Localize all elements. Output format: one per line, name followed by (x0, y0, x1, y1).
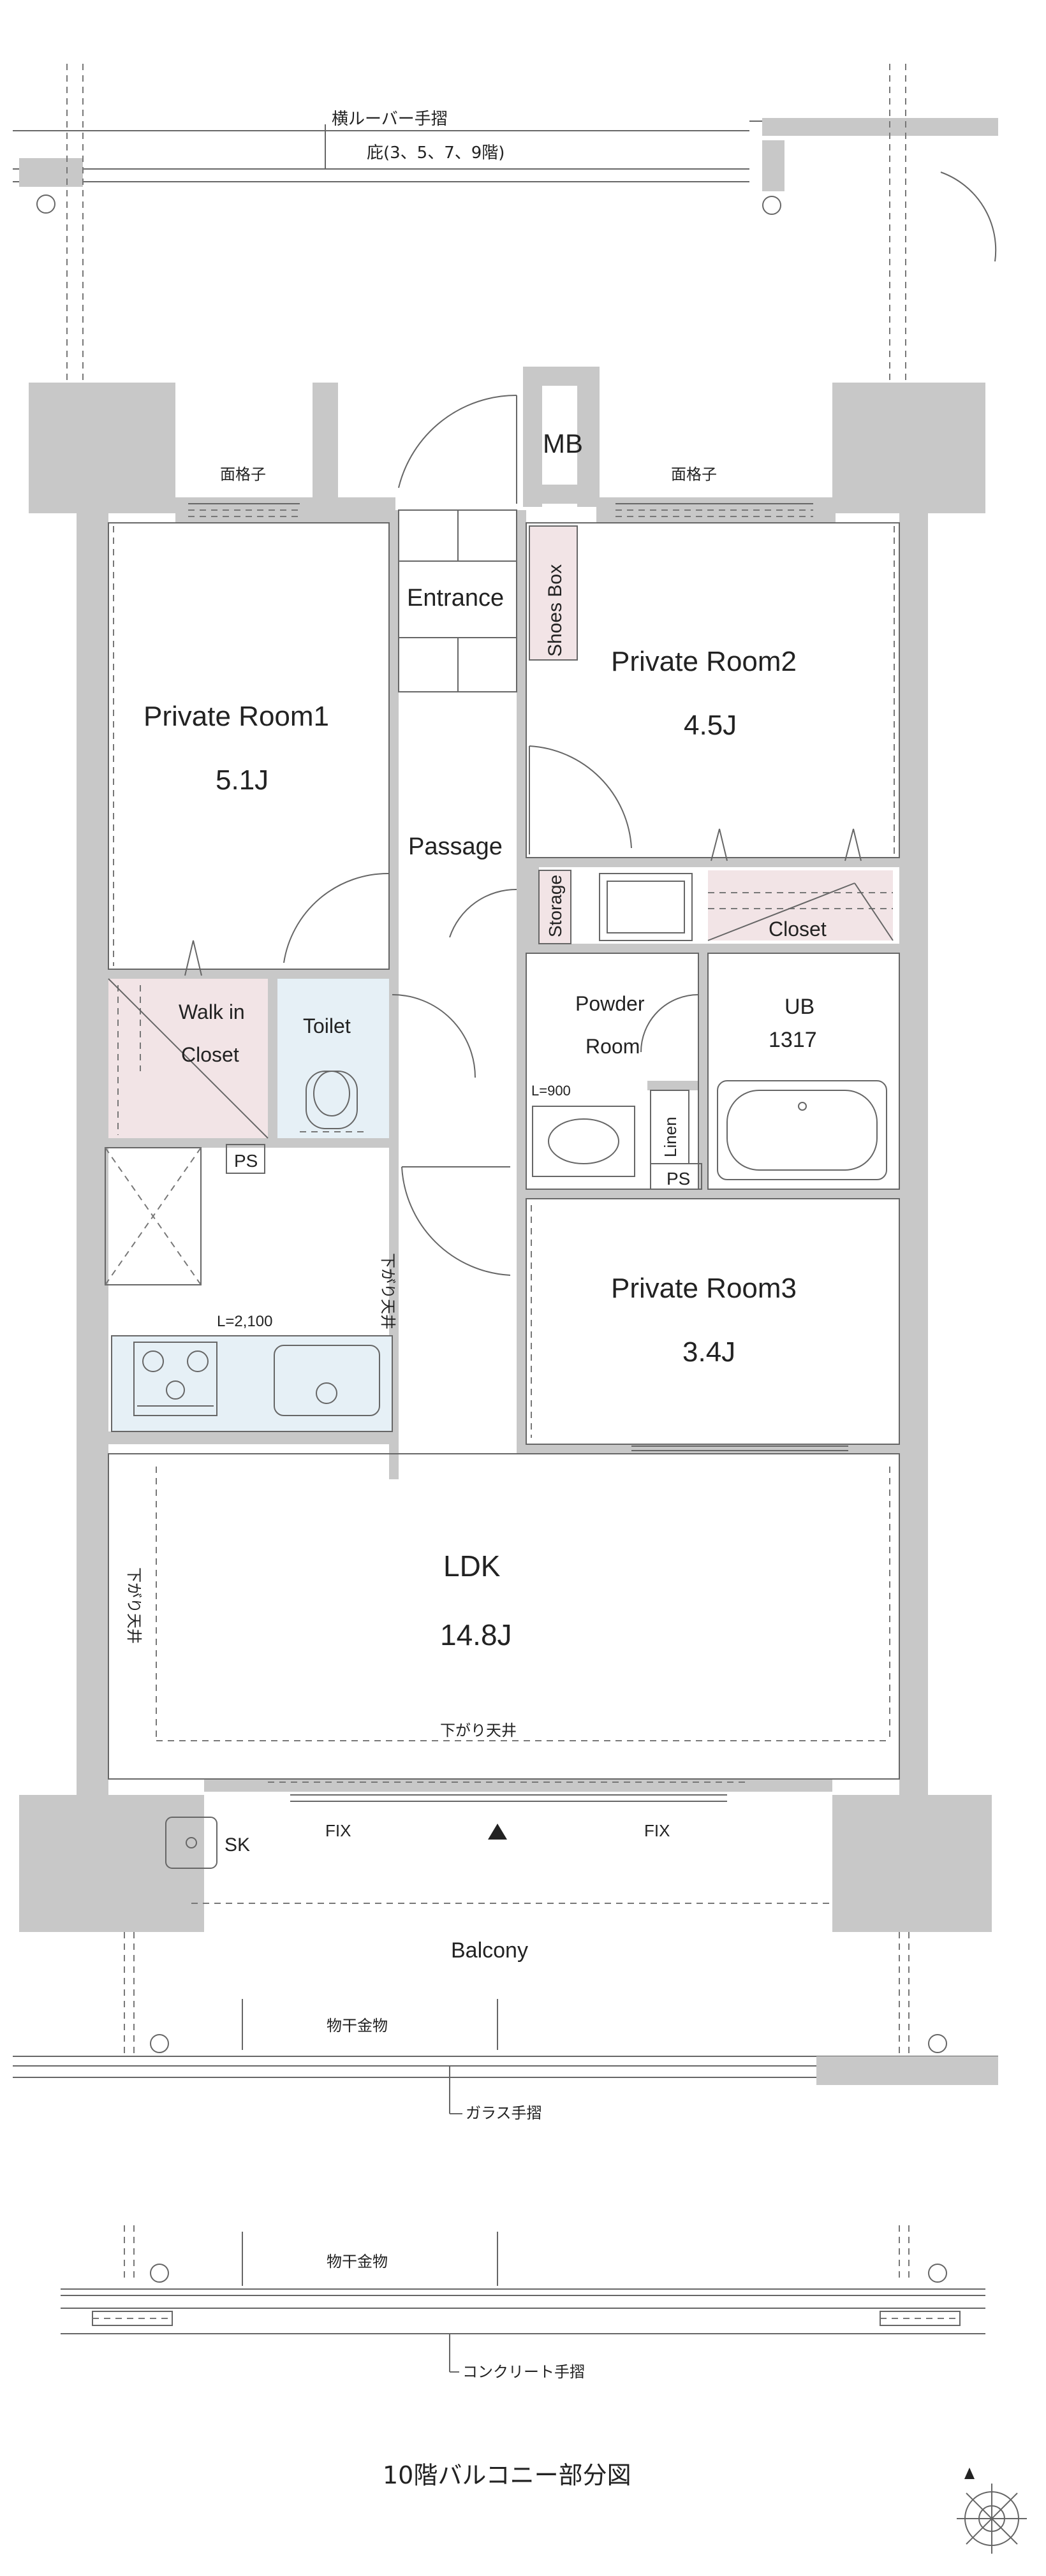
balcony-label: Balcony (451, 1938, 528, 1963)
glass-rail-label: ガラス手摺 (466, 2104, 542, 2122)
toilet-icon (300, 1071, 364, 1132)
private-room3-outline (526, 1198, 900, 1445)
north-compass-icon (957, 2468, 1027, 2554)
lattice-left-label: 面格子 (220, 465, 266, 483)
entrance-label: Entrance (407, 585, 504, 611)
concrete-rail-label: コンクリート手摺 (462, 2363, 585, 2381)
tenth-floor-balcony (61, 2225, 985, 2334)
drying-hardware-1: 物干金物 (327, 2017, 388, 2035)
lattice-right (615, 503, 813, 517)
ldk-window[interactable] (268, 1782, 746, 1802)
private-room2-door[interactable] (529, 745, 632, 854)
toilet-room (277, 979, 389, 1138)
louver-rail-label: 横ルーバー手摺 (332, 110, 448, 129)
lowered-ceiling-kitchen: 下がり天井 (379, 1253, 397, 1329)
ldk-passage-door[interactable] (401, 1166, 511, 1276)
washing-machine-space (599, 873, 693, 941)
fridge-space (105, 1147, 202, 1285)
bathtub-icon (717, 1080, 887, 1180)
fix-left-label: FIX (325, 1821, 351, 1840)
ps-left-box (226, 1144, 265, 1174)
top-eaves-area (13, 64, 998, 383)
drain-icon (762, 196, 781, 215)
ub-label-2: 1317 (769, 1028, 817, 1052)
private-room2-size: 4.5J (684, 710, 737, 741)
private-room3-name: Private Room3 (611, 1273, 797, 1304)
walk-in-label-2: Closet (181, 1043, 239, 1066)
ub-label-1: UB (784, 995, 814, 1019)
powder-label-1: Powder (575, 992, 645, 1015)
lattice-left (188, 503, 300, 517)
kitchen-sink-icon (274, 1345, 380, 1416)
eaves-label: 庇(3、5、7、9階) (367, 143, 505, 163)
ldk-outline (108, 1453, 900, 1780)
walk-in-label-1: Walk in (179, 1000, 245, 1023)
tenth-floor-caption: 10階バルコニー部分図 (383, 2461, 631, 2489)
ps-right-label: PS (667, 1169, 690, 1189)
l900-note: L=900 (531, 1083, 571, 1099)
lowered-ceiling-left: 下がり天井 (125, 1567, 143, 1644)
storage-door[interactable] (449, 888, 517, 938)
storage-label: Storage (545, 875, 565, 937)
lattice-right-label: 面格子 (671, 465, 717, 483)
sk-label: SK (225, 1834, 250, 1855)
balcony-area (13, 1903, 998, 2085)
outer-walls (19, 367, 992, 1932)
private-room1-door[interactable] (283, 872, 390, 966)
shoes-box (529, 526, 577, 660)
passage-label: Passage (408, 833, 503, 860)
private-room1-name: Private Room1 (144, 701, 329, 732)
sk-sink-icon (165, 1817, 217, 1869)
l2100-note: L=2,100 (217, 1313, 272, 1330)
private-room2-name: Private Room2 (611, 646, 797, 677)
private-room3-size: 3.4J (682, 1336, 735, 1368)
closet-label: Closet (769, 918, 827, 940)
storage (539, 870, 571, 944)
entry-arrow-icon (488, 1824, 507, 1840)
ldk-name: LDK (443, 1549, 501, 1583)
shoes-box-label: Shoes Box (545, 564, 566, 657)
drying-hardware-2: 物干金物 (327, 2253, 388, 2271)
unit-bath-outline (707, 953, 900, 1190)
ps-left-label: PS (234, 1151, 258, 1171)
ldk-size: 14.8J (440, 1618, 512, 1651)
linen-label: Linen (661, 1116, 680, 1157)
toilet-door[interactable] (392, 994, 476, 1078)
powder-label-2: Room (586, 1035, 640, 1058)
mb-label: MB (543, 428, 583, 458)
kitchen-counter (112, 1336, 392, 1431)
private-room1-outline (108, 522, 390, 970)
fix-right-label: FIX (644, 1821, 670, 1840)
stove-icon (133, 1342, 217, 1416)
entrance-floor (398, 509, 517, 692)
private-room1-size: 5.1J (216, 765, 269, 796)
toilet-label: Toilet (303, 1014, 351, 1037)
drain-icon (36, 194, 55, 214)
entrance-door[interactable] (398, 394, 517, 504)
private-room2-outline (526, 522, 900, 858)
powder-room-outline (526, 953, 699, 1190)
lowered-ceiling-ldk: 下がり天井 (440, 1722, 517, 1739)
powder-door[interactable] (640, 994, 699, 1053)
washbasin-icon (532, 1106, 635, 1177)
